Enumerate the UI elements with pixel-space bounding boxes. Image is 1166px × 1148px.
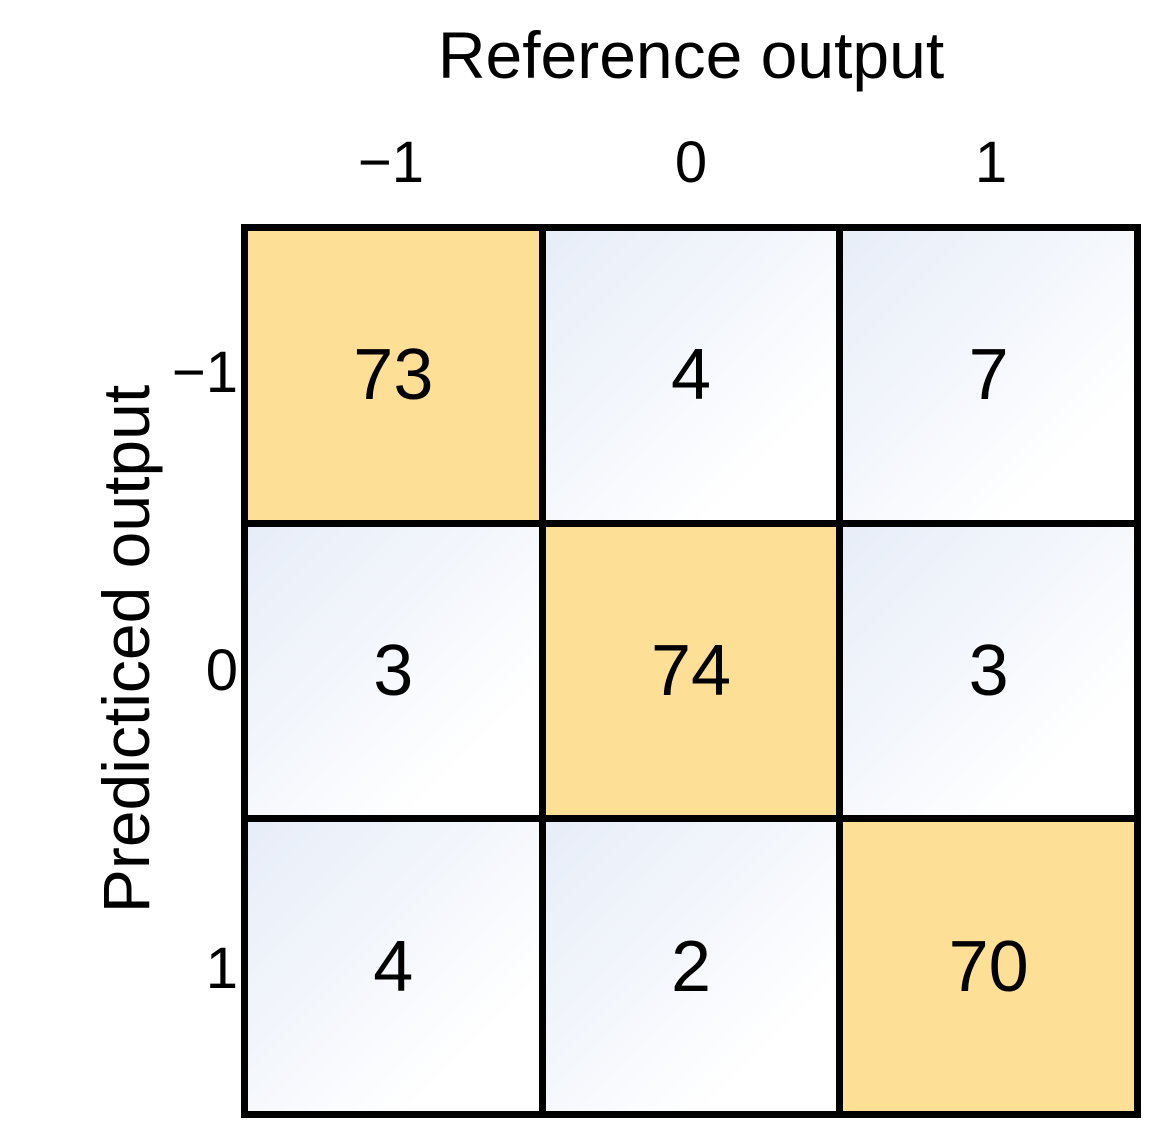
matrix-cell-r1c0: 3 bbox=[248, 526, 539, 816]
matrix-cell-r0c1: 4 bbox=[545, 231, 837, 520]
matrix-cell-r1c1: 74 bbox=[545, 526, 837, 816]
matrix-cell-r0c0: 73 bbox=[248, 231, 539, 520]
matrix-cell-value: 7 bbox=[968, 335, 1009, 416]
matrix-cell-r0c2: 7 bbox=[843, 231, 1134, 520]
matrix-cell-value: 73 bbox=[353, 335, 434, 416]
matrix-cell-value: 2 bbox=[670, 926, 712, 1007]
matrix-cell-r2c2: 70 bbox=[843, 822, 1134, 1111]
matrix-cell-r1c2: 3 bbox=[843, 526, 1134, 816]
x-tick-label-2: 1 bbox=[974, 130, 1008, 195]
matrix-cell-value: 4 bbox=[670, 335, 712, 416]
y-axis-tick-labels: −1 0 1 bbox=[60, 224, 238, 1118]
matrix-cell-r2c1: 2 bbox=[545, 822, 837, 1111]
matrix-cell-value: 70 bbox=[948, 926, 1029, 1007]
x-axis-tick-labels: −1 0 1 bbox=[241, 128, 1141, 198]
matrix-cell-value: 3 bbox=[968, 630, 1009, 711]
matrix-cell-r2c0: 4 bbox=[248, 822, 539, 1111]
matrix-cell-value: 74 bbox=[650, 630, 732, 711]
x-tick-label-1: 0 bbox=[674, 130, 708, 195]
x-axis-title: Reference output bbox=[437, 18, 945, 92]
matrix-cell-value: 3 bbox=[373, 630, 414, 711]
x-tick-label-0: −1 bbox=[357, 130, 425, 195]
y-tick-label-0: −1 bbox=[171, 340, 238, 405]
y-tick-label-1: 0 bbox=[205, 638, 238, 703]
y-tick-label-2: 1 bbox=[205, 936, 238, 1001]
matrix-cell-value: 4 bbox=[373, 926, 414, 1007]
confusion-matrix-grid: 73 4 7 3 74 3 4 2 70 bbox=[241, 224, 1141, 1118]
